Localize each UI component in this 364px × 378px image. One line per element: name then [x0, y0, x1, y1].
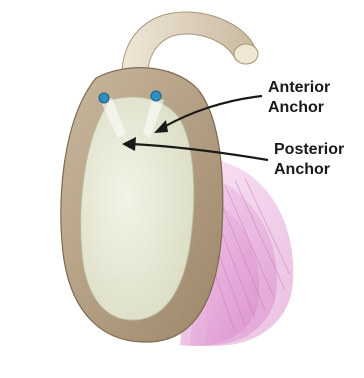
anterior-anchor-label: Anterior Anchor	[268, 78, 330, 118]
posterior-label-line1: Posterior	[274, 140, 344, 160]
anterior-label-line1: Anterior	[268, 78, 330, 98]
glenoid-cartilage	[81, 97, 194, 320]
posterior-label-line2: Anchor	[274, 160, 344, 180]
coracoid-tip	[234, 44, 258, 64]
anterior-label-line2: Anchor	[268, 98, 330, 118]
posterior-anchor-label: Posterior Anchor	[274, 140, 344, 180]
